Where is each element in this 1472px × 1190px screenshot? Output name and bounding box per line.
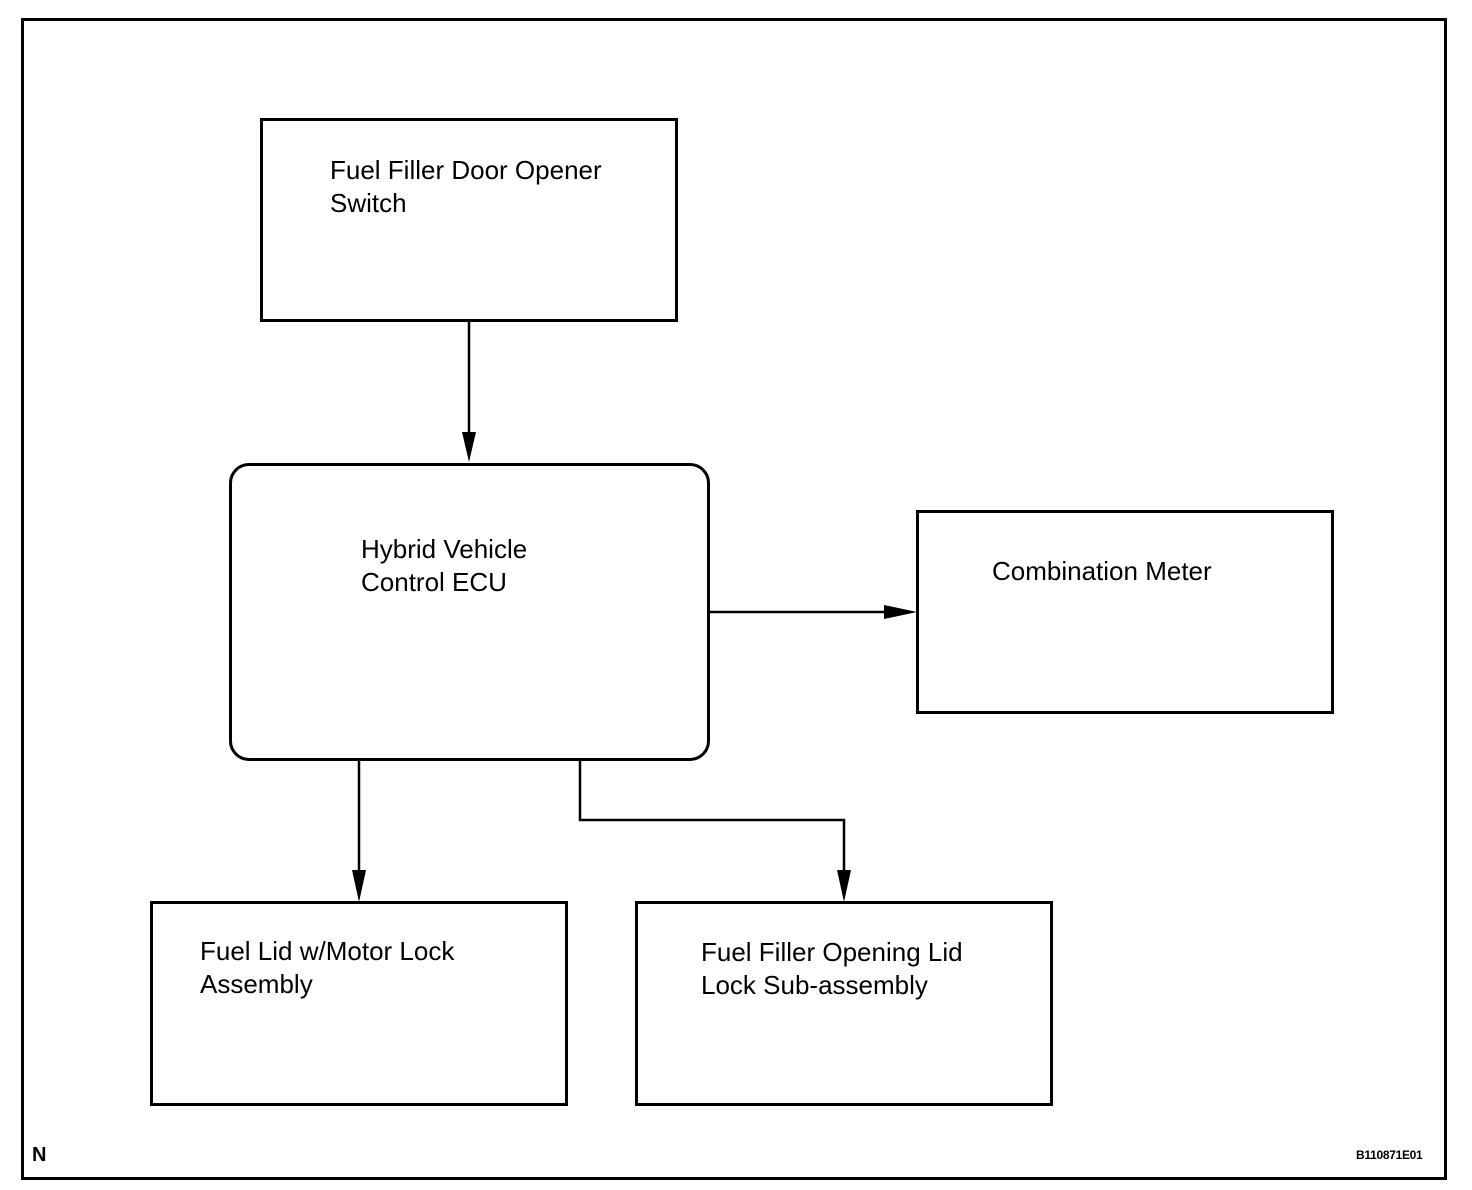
label-combination-meter: Combination Meter bbox=[992, 555, 1212, 588]
box-hybrid-vehicle-control-ecu bbox=[229, 463, 710, 761]
label-line: Assembly bbox=[200, 969, 313, 999]
label-fuel-filler-opening-lid-lock: Fuel Filler Opening Lid Lock Sub-assembl… bbox=[701, 936, 963, 1002]
arrowhead-right-meter bbox=[884, 605, 917, 619]
box-combination-meter bbox=[916, 510, 1334, 714]
box-fuel-filler-opening-lid-lock bbox=[635, 901, 1053, 1106]
label-line: Switch bbox=[330, 188, 407, 218]
reference-code: B110871E01 bbox=[1356, 1148, 1423, 1162]
box-fuel-lid-motor-lock-assembly bbox=[150, 901, 568, 1106]
line-ecu-to-opening-lid bbox=[578, 760, 846, 878]
label-line: Fuel Lid w/Motor Lock bbox=[200, 936, 455, 966]
box-fuel-filler-door-opener-switch bbox=[260, 118, 678, 322]
label-line: Hybrid Vehicle bbox=[361, 534, 528, 564]
label-line: Lock Sub-assembly bbox=[701, 970, 928, 1000]
label-line: Combination Meter bbox=[992, 556, 1212, 586]
corner-letter: N bbox=[32, 1144, 47, 1166]
label-line: Control ECU bbox=[361, 567, 507, 597]
label-fuel-lid-motor-lock-assembly: Fuel Lid w/Motor Lock Assembly bbox=[200, 935, 454, 1001]
diagram-frame bbox=[21, 18, 1447, 1180]
arrowhead-down-fuel-lid bbox=[352, 870, 366, 902]
label-line: Fuel Filler Door Opener bbox=[330, 155, 602, 185]
arrowhead-down-opening-lid bbox=[837, 870, 851, 902]
arrowhead-down-ecu bbox=[462, 432, 476, 462]
label-fuel-filler-door-opener-switch: Fuel Filler Door Opener Switch bbox=[330, 154, 602, 220]
label-hybrid-vehicle-control-ecu: Hybrid Vehicle Control ECU bbox=[361, 533, 527, 599]
label-line: Fuel Filler Opening Lid bbox=[701, 937, 963, 967]
